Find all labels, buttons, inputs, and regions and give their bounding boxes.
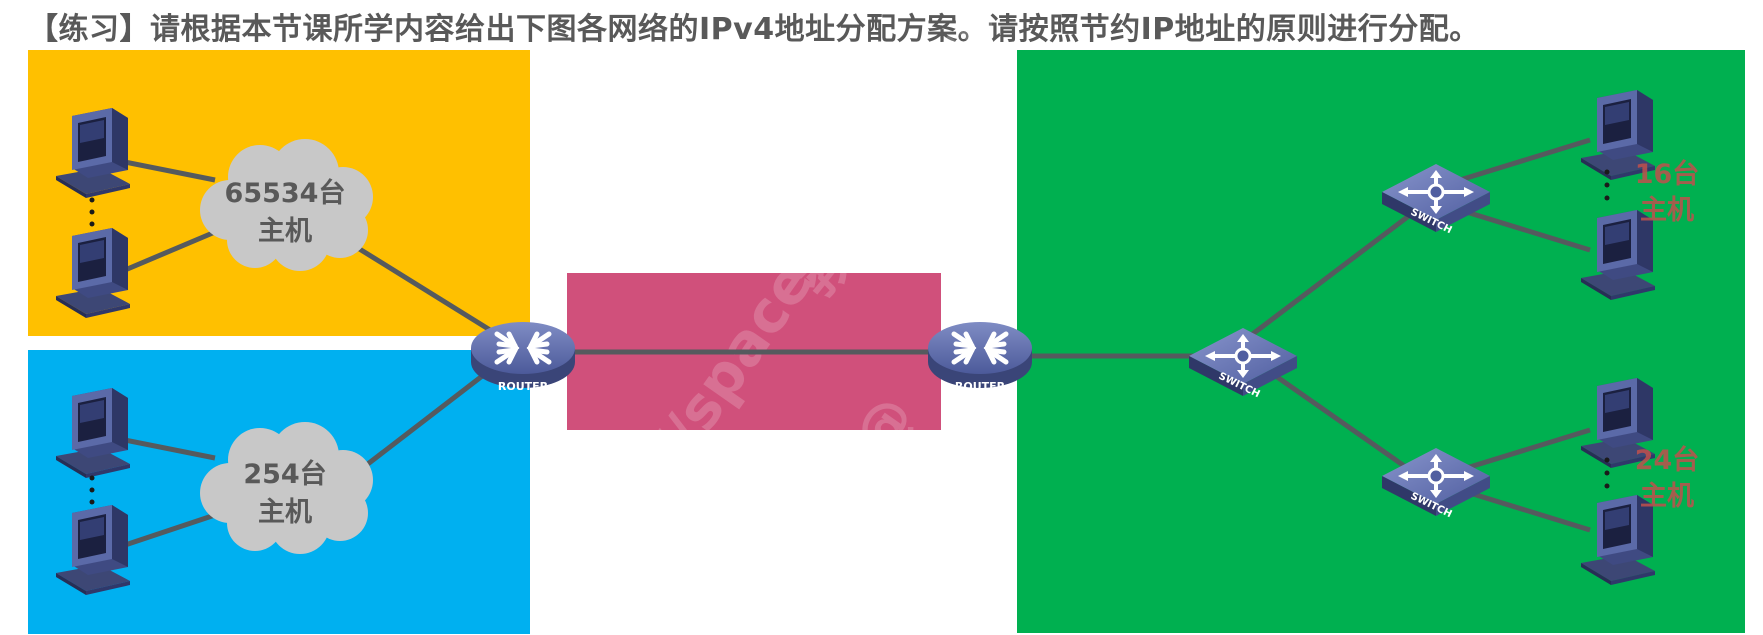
host-label-line2: 主机 (1640, 481, 1694, 512)
switch-core: SWITCH (1187, 326, 1299, 400)
cloud-label-line1: 254台 (243, 459, 327, 490)
computer-icon (56, 228, 130, 318)
computer-icon (56, 505, 130, 595)
host-label-line1: 16台 (1634, 159, 1700, 190)
cloud-label-line2: 主机 (258, 216, 312, 247)
host-group-lower-label: 24台 主机 (1622, 443, 1712, 515)
router-label: ROUTER (498, 380, 549, 393)
router-icon (471, 322, 575, 388)
exercise-title: 【练习】请根据本节课所学内容给出下图各网络的IPv4地址分配方案。请按照节约IP… (28, 12, 1480, 47)
host-label-line2: 主机 (1640, 195, 1694, 226)
watermark: 教书匠 https://space.bilibili.com jgao1@ (526, 0, 1045, 635)
links (124, 137, 1591, 548)
ellipsis-dots (1604, 169, 1610, 201)
computer-icon (56, 108, 130, 198)
cloud-label-line2: 主机 (258, 497, 312, 528)
ellipsis-dots (89, 197, 95, 227)
cloud-host-count-top: 65534台 主机 (210, 175, 360, 251)
ellipsis-dots (1604, 457, 1610, 489)
router-icon (928, 322, 1032, 388)
cloud-host-count-bottom: 254台 主机 (210, 456, 360, 532)
host-group-upper-label: 16台 主机 (1622, 157, 1712, 229)
computer-icon (56, 388, 130, 478)
host-label-line1: 24台 (1634, 445, 1700, 476)
router-left: ROUTER (471, 322, 575, 393)
cloud-label-line1: 65534台 (224, 178, 346, 209)
watermark-text-3: jgao1@ (735, 383, 929, 619)
ellipsis-dots (89, 475, 95, 505)
router-label: ROUTER (955, 380, 1006, 393)
router-right: ROUTER (928, 322, 1032, 393)
